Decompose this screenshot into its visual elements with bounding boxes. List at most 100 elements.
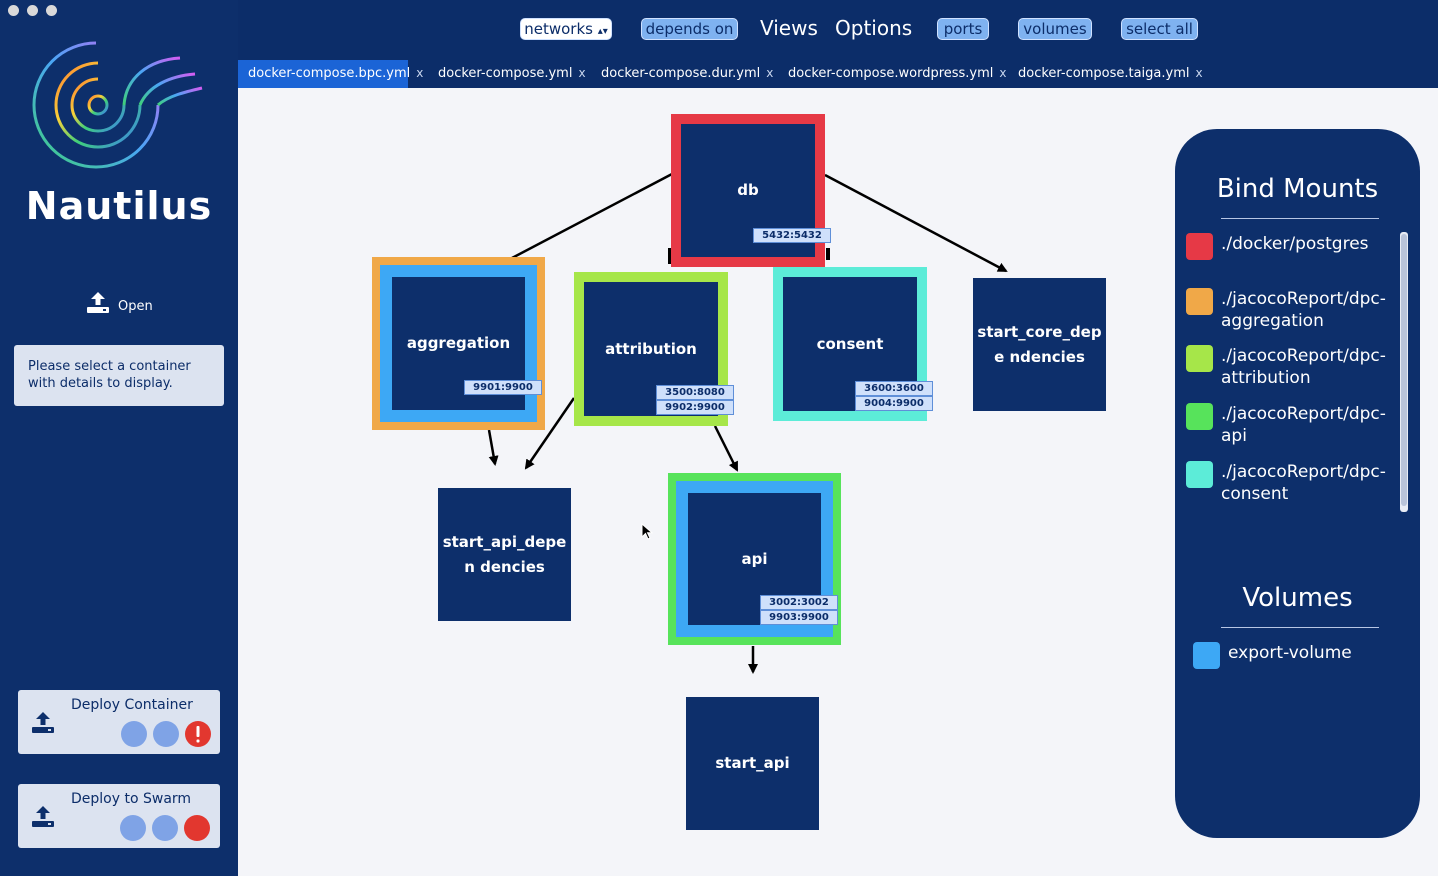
volumes-toggle[interactable]: volumes — [1018, 18, 1092, 40]
close-tab-icon[interactable]: x — [1195, 66, 1203, 80]
minimize-dot[interactable] — [27, 5, 38, 16]
color-swatch — [1186, 233, 1213, 260]
options-menu[interactable]: Options — [835, 16, 913, 40]
status-dot — [153, 721, 179, 747]
file-tabs: docker-compose.bpc.yml x docker-compose.y… — [238, 60, 1438, 88]
container-info-box: Please select a container with details t… — [14, 345, 224, 406]
port-badge: 5432:5432 — [753, 228, 831, 243]
tab-label: docker-compose.taiga.yml — [1018, 66, 1190, 81]
deploy-container-label: Deploy Container — [71, 697, 193, 713]
close-dot[interactable] — [8, 5, 19, 16]
edge-aggregation-start-api-deps — [487, 429, 499, 466]
networks-select[interactable]: networks ▴▾ — [520, 18, 612, 40]
legend-label: ./jacocoReport/dpc-attribution — [1221, 346, 1386, 388]
edge-attribution-api — [713, 425, 739, 472]
node-label: consent — [783, 277, 917, 411]
color-swatch — [1186, 345, 1213, 372]
updown-icon: ▴▾ — [597, 26, 608, 37]
node-start-core-dependencies[interactable]: start_core_depe ndencies — [973, 278, 1106, 411]
port-badge: 9903:9900 — [760, 610, 838, 625]
legend-item-attribution[interactable]: ./jacocoReport/dpc-attribution — [1186, 345, 1399, 389]
status-dot — [152, 815, 178, 841]
window-controls-overlay — [8, 5, 57, 16]
color-swatch — [1186, 288, 1213, 315]
legend-item-consent[interactable]: ./jacocoReport/dpc-consent — [1186, 461, 1399, 505]
legend-item-postgres[interactable]: ./docker/postgres — [1186, 233, 1401, 260]
upload-icon — [87, 292, 109, 313]
legend-label: ./jacocoReport/dpc-consent — [1221, 462, 1386, 504]
toolbar: networks ▴▾ depends on Views Options por… — [238, 0, 1438, 60]
node-start-api-dependencies[interactable]: start_api_depen dencies — [438, 488, 571, 621]
open-label: Open — [118, 299, 153, 314]
nautilus-logo — [32, 41, 203, 169]
tab-docker-compose-taiga[interactable]: docker-compose.taiga.yml x — [1018, 60, 1203, 88]
node-consent[interactable]: consent 3600:3600 9004:9900 — [773, 267, 933, 421]
status-dot — [121, 721, 147, 747]
scrollbar-thumb[interactable] — [1401, 234, 1407, 506]
networks-label: networks — [524, 20, 593, 38]
legend-label: export-volume — [1228, 643, 1352, 663]
port-badge: 3600:3600 — [855, 381, 933, 396]
status-dot — [120, 815, 146, 841]
port-badge: 9004:9900 — [855, 396, 933, 411]
upload-icon — [32, 806, 54, 827]
upload-icon — [32, 712, 54, 733]
volumes-title: Volumes — [1242, 583, 1353, 613]
node-aggregation[interactable]: aggregation 9901:9900 — [372, 257, 545, 430]
tab-label: docker-compose.yml — [438, 66, 573, 81]
views-menu[interactable]: Views — [760, 16, 818, 40]
node-db[interactable]: db 5432:5432 — [671, 114, 831, 267]
color-swatch — [1186, 461, 1213, 488]
tab-label: docker-compose.wordpress.yml — [788, 66, 994, 81]
dependency-edges — [487, 172, 1008, 674]
legend-item-api[interactable]: ./jacocoReport/dpc-api — [1186, 403, 1399, 447]
mounts-panel: Bind Mounts ./docker/postgres ./jacocoRe… — [1175, 129, 1420, 838]
legend-label: ./jacocoReport/dpc-aggregation — [1221, 289, 1386, 331]
deploy-container-button[interactable]: Deploy Container — [18, 690, 220, 754]
edge-attribution-start-api-deps — [524, 397, 576, 470]
depends-on-toggle[interactable]: depends on — [641, 18, 738, 40]
tab-docker-compose-bpc[interactable]: docker-compose.bpc.yml x — [238, 60, 423, 88]
port-badge: 9901:9900 — [464, 380, 542, 395]
maximize-dot[interactable] — [46, 5, 57, 16]
color-swatch — [1186, 403, 1213, 430]
status-dot — [184, 815, 210, 841]
deploy-swarm-label: Deploy to Swarm — [71, 791, 192, 807]
legend-label: ./docker/postgres — [1221, 234, 1369, 254]
app-title: Nautilus — [25, 184, 213, 228]
open-button[interactable]: Open — [86, 290, 153, 314]
edge-db-start-core — [824, 173, 1008, 273]
node-attribution[interactable]: attribution 3500:8080 9902:9900 — [574, 272, 734, 426]
close-tab-icon[interactable]: x — [416, 66, 424, 80]
node-api[interactable]: api 3002:3002 9903:9900 — [668, 473, 841, 645]
port-badge: 9902:9900 — [656, 400, 734, 415]
legend-item-aggregation[interactable]: ./jacocoReport/dpc-aggregation — [1186, 288, 1399, 332]
error-icon — [185, 721, 211, 747]
tab-label: docker-compose.dur.yml — [601, 66, 761, 81]
close-tab-icon[interactable]: x — [766, 66, 774, 80]
mouse-cursor-icon — [641, 523, 653, 540]
divider — [1221, 627, 1379, 628]
sidebar: Nautilus Open Please select a container … — [0, 0, 238, 876]
tab-label: docker-compose.bpc.yml — [248, 66, 411, 81]
color-swatch — [1193, 642, 1220, 669]
divider — [1221, 218, 1379, 219]
legend-label: ./jacocoReport/dpc-api — [1221, 404, 1386, 446]
edge-db-aggregation — [511, 172, 673, 260]
ports-toggle[interactable]: ports — [937, 18, 989, 40]
node-start-api[interactable]: start_api — [686, 697, 819, 830]
bind-mounts-title: Bind Mounts — [1216, 174, 1379, 204]
tab-docker-compose-wordpress[interactable]: docker-compose.wordpress.yml x — [788, 60, 1007, 88]
volume-ring: aggregation — [380, 265, 537, 422]
select-all-toggle[interactable]: select all — [1121, 18, 1198, 40]
close-tab-icon[interactable]: x — [578, 66, 586, 80]
deploy-to-swarm-button[interactable]: Deploy to Swarm — [18, 784, 220, 848]
legend-scrollbar[interactable] — [1400, 232, 1408, 512]
port-badge: 3002:3002 — [760, 595, 838, 610]
close-tab-icon[interactable]: x — [999, 66, 1007, 80]
legend-item-export-volume[interactable]: export-volume — [1193, 642, 1408, 669]
port-badge: 3500:8080 — [656, 385, 734, 400]
tab-docker-compose[interactable]: docker-compose.yml x — [438, 60, 586, 88]
tab-docker-compose-dur[interactable]: docker-compose.dur.yml x — [601, 60, 773, 88]
